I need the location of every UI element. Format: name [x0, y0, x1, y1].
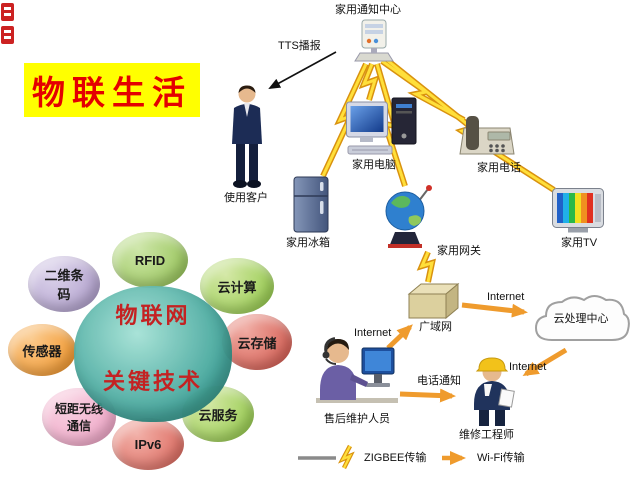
- petal-sensor-label: 传感器: [22, 343, 62, 359]
- internet-label-2: Internet: [354, 327, 392, 339]
- gateway-icon: [382, 184, 434, 255]
- support-label: 售后维护人员: [324, 413, 390, 425]
- cloud-label: 云处理中心: [553, 313, 609, 325]
- petal-cloudserv-label: 云服务: [198, 407, 238, 423]
- phone-notice-label: 电话通知: [417, 375, 461, 387]
- notification-center-icon: [352, 17, 396, 68]
- petal-cloudcomp: 云计算: [200, 258, 274, 314]
- phone-icon: [458, 112, 516, 163]
- fridge-label: 家用冰箱: [286, 237, 330, 249]
- tech-center-bottom: 关键技术: [102, 369, 203, 394]
- tech-center-top: 物联网: [115, 303, 191, 328]
- petal-sensor: 传感器: [8, 324, 76, 376]
- computer-icon: [346, 96, 420, 161]
- gateway-label: 家用网关: [437, 245, 481, 257]
- internet-label-1: Internet: [487, 291, 525, 303]
- tv-label: 家用TV: [561, 237, 598, 249]
- zigbee-label: ZIGBEE传输: [364, 452, 427, 464]
- engineer-icon: [462, 352, 524, 433]
- cloud-icon: [530, 290, 632, 355]
- fridge-icon: [292, 176, 330, 239]
- corner-watermark: [0, 2, 16, 53]
- petal-cloudstor-label: 云存储: [237, 335, 277, 351]
- page-title: 物联生活: [24, 63, 200, 117]
- internet-label-3: Internet: [509, 361, 547, 373]
- petal-cloudcomp-label: 云计算: [217, 279, 257, 295]
- wan-label: 广域网: [419, 321, 452, 333]
- petal-rfid: RFID: [112, 232, 188, 288]
- tech-center-blob: [74, 286, 232, 422]
- phone-label: 家用电话: [477, 162, 521, 174]
- wifi-label: Wi-Fi传输: [477, 452, 525, 464]
- notification-center-label: 家用通知中心: [335, 4, 401, 16]
- engineer-label: 维修工程师: [459, 429, 514, 441]
- customer-icon: [228, 84, 268, 195]
- legend-lightning-icon: [337, 444, 355, 470]
- petal-barcode-label: 二维条码: [44, 268, 84, 302]
- computer-label: 家用电脑: [352, 159, 396, 171]
- tts-label: TTS播报: [278, 40, 321, 52]
- tv-icon: [552, 188, 604, 239]
- tts-arrow: [268, 51, 337, 89]
- petal-cloudstor: 云存储: [222, 314, 292, 370]
- petal-ipv6-label: IPv6: [134, 436, 162, 452]
- petal-ipv6: IPv6: [112, 418, 184, 470]
- wan-box-icon: [406, 281, 460, 326]
- petal-rfid-label: RFID: [134, 252, 166, 268]
- support-person-icon: [316, 334, 398, 417]
- customer-label: 使用客户: [224, 192, 268, 204]
- petal-shortwave-label: 短距无线通信: [55, 402, 104, 433]
- petal-barcode: 二维条码: [28, 256, 100, 312]
